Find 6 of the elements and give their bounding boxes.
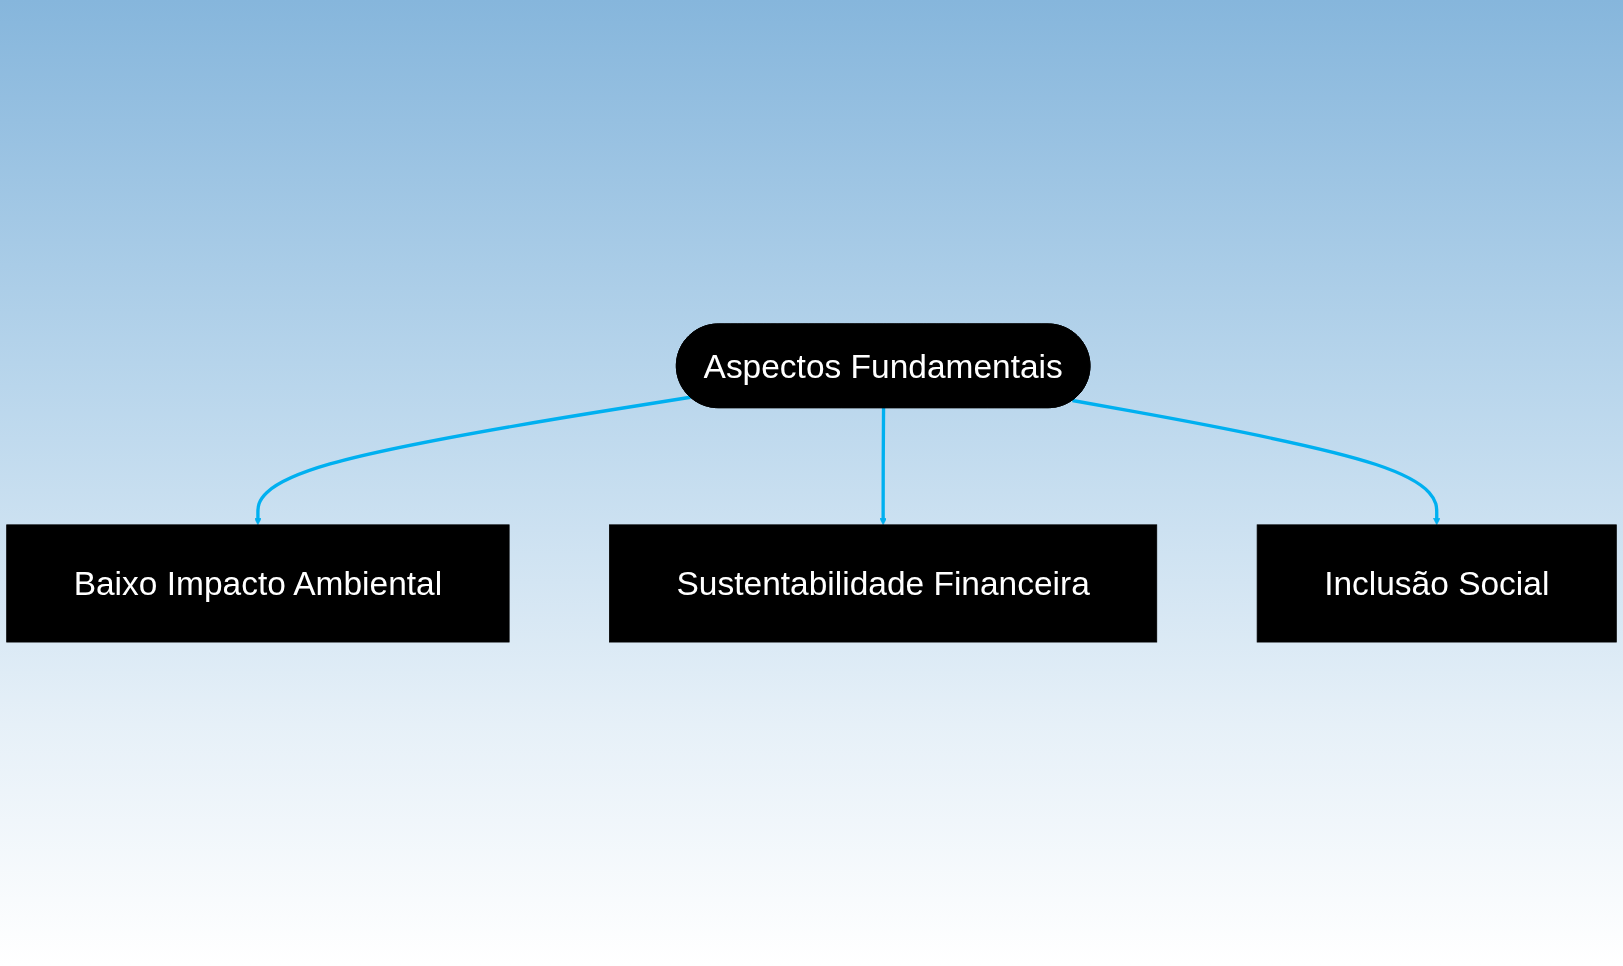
arrow bbox=[1072, 398, 1441, 526]
node-box: Inclusão Social bbox=[1256, 524, 1617, 643]
arrow bbox=[879, 408, 887, 526]
node-box: Baixo Impacto Ambiental bbox=[6, 524, 510, 643]
arrow bbox=[254, 395, 691, 526]
node-box: Sustentabilidade Financeira bbox=[609, 524, 1158, 643]
